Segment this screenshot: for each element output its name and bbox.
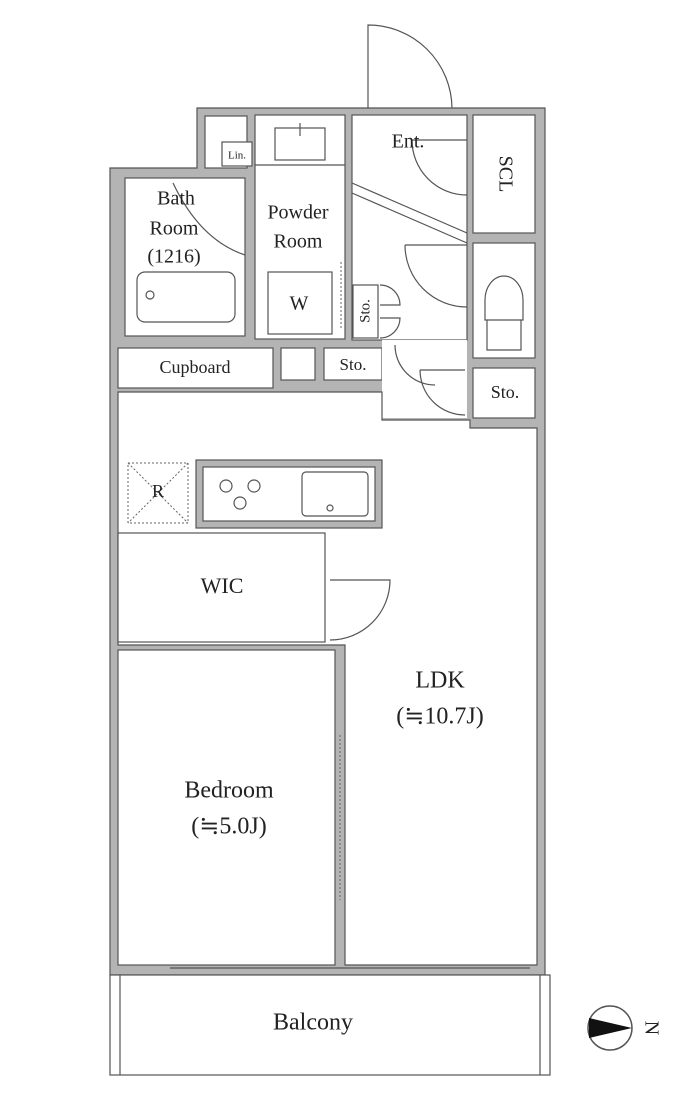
refrigerator-label: R bbox=[152, 481, 164, 501]
toilet-room bbox=[472, 242, 536, 359]
bedroom-size-label: (≒5.0J) bbox=[191, 814, 266, 840]
bath-size-label: (1216) bbox=[147, 246, 200, 268]
entry-door[interactable] bbox=[367, 24, 453, 109]
storage-middle bbox=[323, 347, 383, 381]
cupboard-label: Cupboard bbox=[160, 357, 231, 377]
north-compass-icon bbox=[587, 1005, 633, 1051]
storage-vertical-label: Sto. bbox=[357, 299, 373, 323]
storage-vertical bbox=[352, 284, 379, 339]
north-label: N bbox=[640, 1021, 662, 1035]
bedroom bbox=[117, 649, 336, 966]
ldk-label: LDK bbox=[415, 668, 465, 694]
linen-box bbox=[221, 141, 253, 167]
entrance-label: Ent. bbox=[392, 131, 425, 153]
washer-box bbox=[267, 271, 333, 335]
storage-right-label: Sto. bbox=[491, 382, 520, 402]
washer-label: W bbox=[290, 293, 309, 315]
bathtub bbox=[136, 271, 236, 323]
bath-label: Bath bbox=[157, 188, 195, 210]
linen-label: Lin. bbox=[228, 150, 246, 162]
scl-label: SCL bbox=[494, 156, 516, 193]
cupboard bbox=[117, 347, 274, 389]
wic-label: WIC bbox=[201, 573, 244, 598]
ldk-size-label: (≒10.7J) bbox=[396, 704, 483, 730]
wic bbox=[117, 532, 326, 643]
kitchen-sink bbox=[301, 471, 369, 517]
storage-middle-label: Sto. bbox=[340, 355, 367, 374]
powder-room bbox=[254, 114, 346, 340]
shoe-closet bbox=[472, 114, 536, 234]
toilet-icon bbox=[484, 275, 524, 351]
bedroom-label: Bedroom bbox=[184, 778, 274, 804]
balcony bbox=[109, 974, 551, 1076]
powder-label: Powder bbox=[267, 202, 328, 224]
bath-label-2: Room bbox=[150, 218, 199, 240]
refrigerator-space bbox=[127, 462, 189, 524]
storage-right bbox=[472, 367, 536, 419]
balcony-label: Balcony bbox=[273, 1010, 353, 1036]
powder-label-2: Room bbox=[274, 231, 323, 253]
small-closet bbox=[280, 347, 316, 381]
hall-passage bbox=[382, 340, 467, 418]
stove-burners-icon bbox=[219, 479, 261, 510]
